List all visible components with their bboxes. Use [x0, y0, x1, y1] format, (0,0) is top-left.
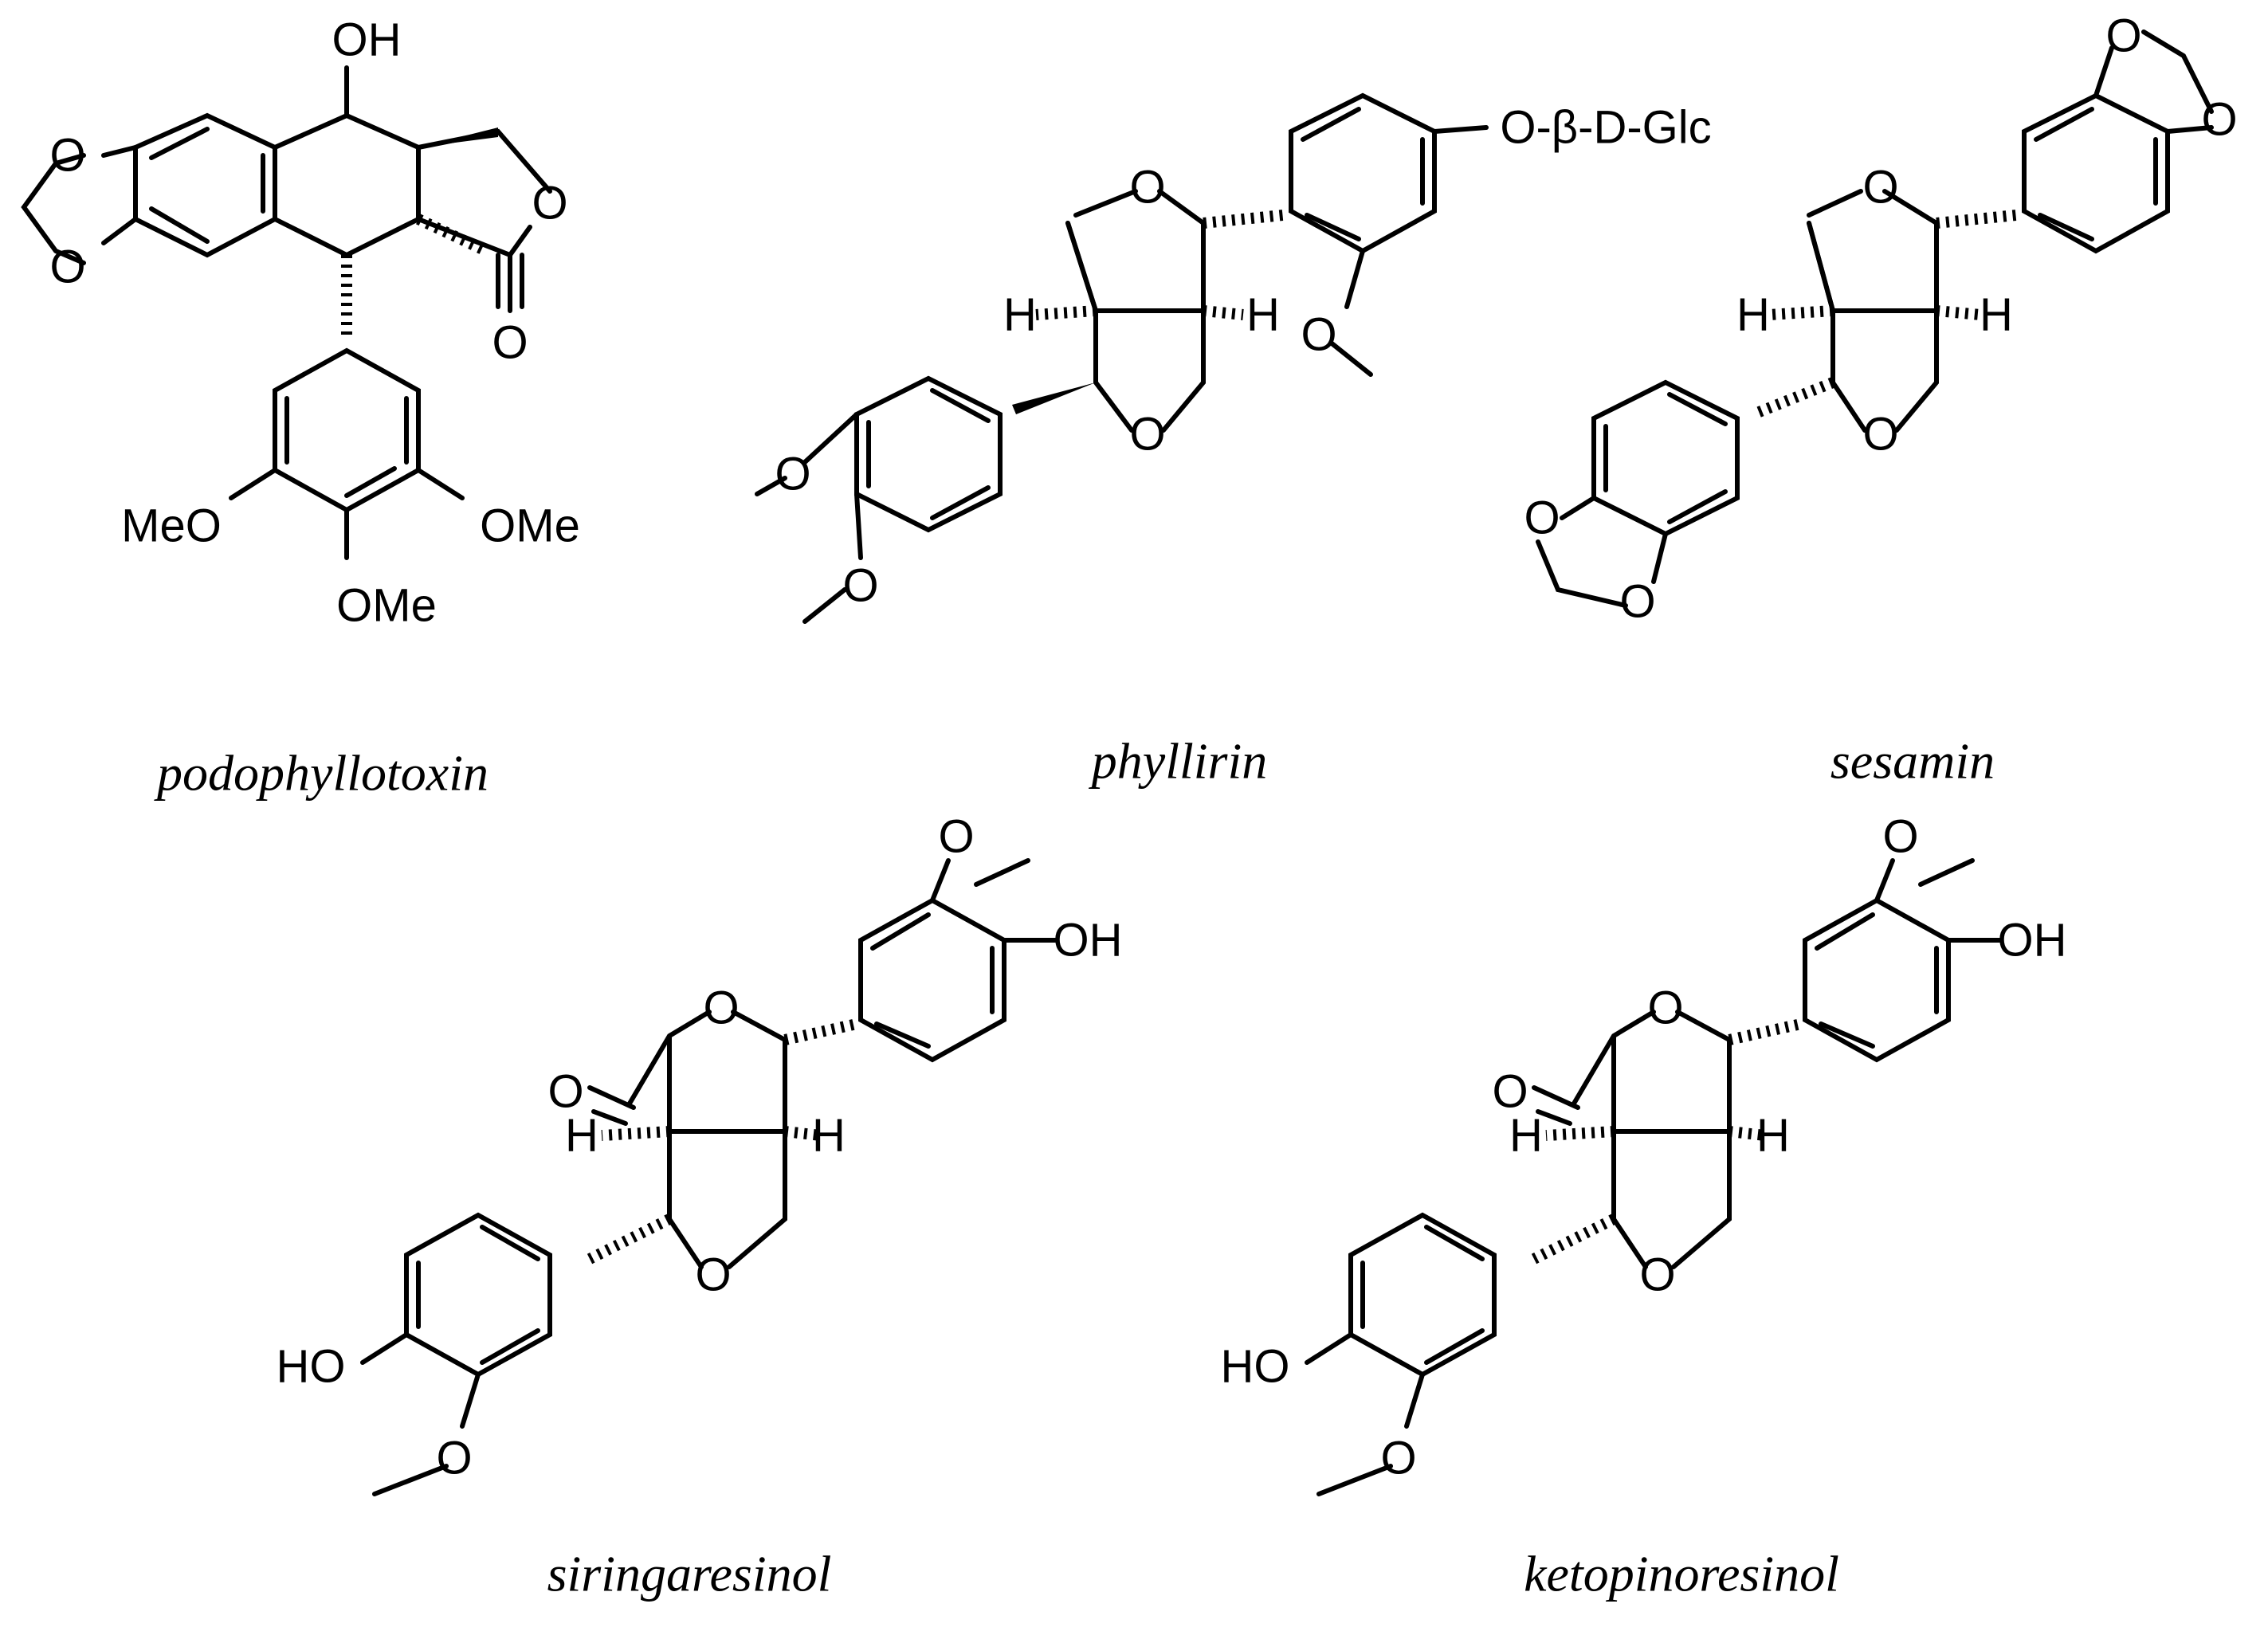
structure-ketopinoresinol: O O O H H OH O HO O ketopinoresinol: [1221, 811, 2067, 1602]
atom-label: O: [695, 1249, 731, 1301]
atom-label: O: [1301, 309, 1336, 361]
atom-label: O: [1129, 162, 1165, 214]
atom-label: O: [1619, 576, 1655, 628]
atom-label: O: [1647, 982, 1683, 1034]
atom-label: O: [2105, 10, 2141, 62]
atom-label: H: [1756, 1110, 1790, 1162]
atom-label: O: [492, 317, 528, 369]
atom-label: O: [436, 1433, 472, 1484]
atom-label: H: [565, 1110, 598, 1162]
structure-phyllirin: O O H H O-β-D-Glc O O O phyllirin: [755, 92, 1712, 790]
atom-label: O-β-D-Glc: [1500, 102, 1711, 154]
atom-label: O: [1524, 492, 1560, 544]
atom-label: MeO: [121, 500, 222, 552]
atom-label: H: [1736, 289, 1770, 341]
compound-name: ketopinoresinol: [1524, 1546, 1839, 1602]
structure-sesamin: O O H H O O O O sesamin: [1524, 10, 2237, 790]
atom-label: OMe: [480, 500, 580, 552]
atom-label: O: [1639, 1249, 1675, 1301]
atom-label: O: [532, 178, 567, 229]
atom-label: O: [1492, 1066, 1528, 1118]
atom-label: O: [49, 130, 85, 182]
atom-label: O: [1380, 1433, 1416, 1484]
atom-label: O: [1862, 409, 1898, 461]
atom-label: O: [775, 449, 810, 500]
atom-label: O: [1862, 162, 1898, 214]
compound-name: siringaresinol: [547, 1546, 832, 1602]
atom-label: OMe: [336, 580, 437, 632]
atom-label: O: [547, 1066, 583, 1118]
atom-label: O: [1129, 409, 1165, 461]
atom-label: OH: [332, 14, 402, 66]
atom-label: H: [1003, 289, 1037, 341]
atom-label: OH: [1054, 915, 1123, 967]
atom-label: O: [2201, 94, 2237, 146]
atom-label: H: [1246, 289, 1280, 341]
structure-podophyllotoxin: OH O O O O MeO OMe OMe podophyllotoxin: [21, 14, 580, 802]
atom-label: H: [1980, 289, 2013, 341]
atom-label: OH: [1998, 915, 2067, 967]
atom-label: HO: [1221, 1341, 1290, 1393]
atom-label: O: [1882, 811, 1918, 863]
atom-label: H: [812, 1110, 846, 1162]
atom-label: O: [49, 241, 85, 293]
structure-siringaresinol: O O O H H OH O HO O siringaresinol: [277, 811, 1123, 1602]
atom-label: O: [703, 982, 739, 1034]
compound-name: sesamin: [1830, 733, 1995, 790]
compound-name: podophyllotoxin: [154, 745, 489, 802]
atom-label: HO: [277, 1341, 346, 1393]
atom-label: O: [842, 560, 878, 612]
atom-label: H: [1509, 1110, 1543, 1162]
atom-label: O: [938, 811, 974, 863]
compound-name: phyllirin: [1089, 733, 1267, 790]
